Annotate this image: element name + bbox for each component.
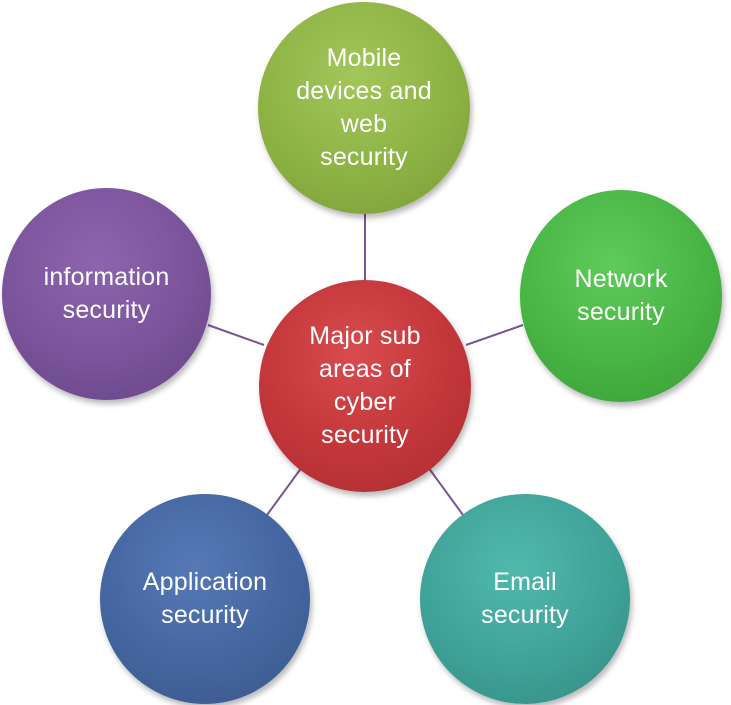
node-label: Mobile devices and web security bbox=[296, 44, 432, 171]
connector-right bbox=[465, 324, 524, 346]
center-label: Major sub areas of cyber security bbox=[309, 322, 421, 449]
connector-bottom-left bbox=[266, 466, 303, 516]
node-label: Email security bbox=[481, 568, 569, 629]
node-label: Network security bbox=[574, 265, 668, 326]
node-label: Application security bbox=[142, 568, 268, 629]
node-application-security: Application security bbox=[100, 494, 310, 704]
node-email-security: Email security bbox=[420, 494, 630, 704]
node-mobile-web-security: Mobile devices and web security bbox=[258, 2, 470, 214]
node-label: information security bbox=[43, 263, 170, 324]
node-center-topic: Major sub areas of cyber security bbox=[259, 280, 471, 492]
node-information-security: information security bbox=[2, 188, 211, 400]
connector-left bbox=[207, 324, 265, 346]
node-network-security: Network security bbox=[520, 190, 722, 402]
connector-bottom-right bbox=[427, 466, 464, 516]
